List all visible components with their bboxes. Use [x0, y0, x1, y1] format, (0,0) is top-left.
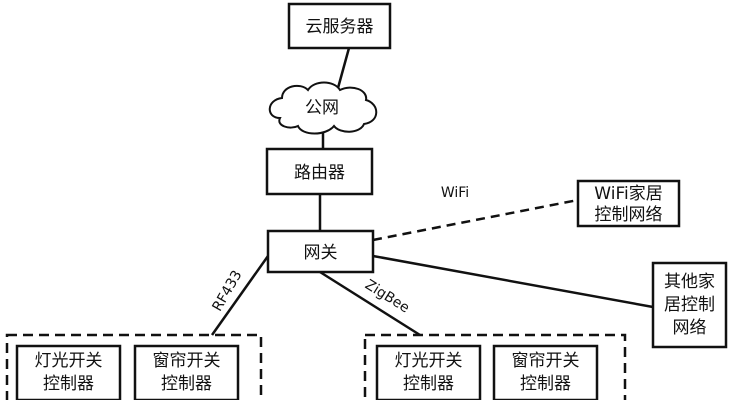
edge-gateway-to-rf433-group — [210, 255, 270, 336]
wifi-home-network-label-line1: WiFi家居 — [594, 184, 662, 204]
router-node: 路由器 — [265, 147, 374, 196]
cloud-server-label: 云服务器 — [306, 17, 374, 37]
edge-cloud-server-to-public-network — [336, 47, 351, 89]
other-home-network-label-line3: 网络 — [673, 318, 707, 338]
other-home-network-node: 其他家 居控制 网络 — [651, 261, 728, 349]
rf433-light-switch-label-line1: 灯光开关 — [35, 351, 103, 371]
rf433-edge-label: RF433 — [209, 268, 245, 315]
other-home-network-label-line1: 其他家 — [664, 272, 715, 292]
public-network-label: 公网 — [305, 98, 339, 118]
other-home-network-label-line2: 居控制 — [664, 295, 715, 315]
zigbee-edge-label: ZigBee — [362, 277, 412, 317]
gateway-label: 网关 — [304, 243, 338, 263]
zigbee-light-switch-controller: 灯光开关 控制器 — [375, 344, 482, 400]
edge-gateway-to-other-network — [372, 254, 654, 309]
rf433-light-switch-controller: 灯光开关 控制器 — [15, 344, 122, 400]
wifi-edge-label: WiFi — [441, 185, 469, 201]
zigbee-device-group: 灯光开关 控制器 窗帘开关 控制器 — [363, 333, 627, 400]
zigbee-curtain-switch-controller: 窗帘开关 控制器 — [492, 344, 599, 400]
zigbee-light-switch-label-line2: 控制器 — [403, 374, 454, 394]
zigbee-light-switch-label-line1: 灯光开关 — [395, 351, 463, 371]
cloud-server-node: 云服务器 — [287, 2, 392, 50]
wifi-home-network-label-line2: 控制网络 — [595, 205, 663, 225]
router-label: 路由器 — [294, 163, 345, 183]
edge-gateway-to-zigbee-group — [319, 270, 421, 337]
zigbee-curtain-switch-label-line2: 控制器 — [520, 374, 571, 394]
rf433-light-switch-label-line2: 控制器 — [43, 374, 94, 394]
public-network-cloud: 公网 — [268, 81, 378, 135]
rf433-curtain-switch-controller: 窗帘开关 控制器 — [133, 344, 240, 400]
rf433-curtain-switch-label-line2: 控制器 — [161, 374, 212, 394]
wifi-home-network-node: WiFi家居 控制网络 — [576, 179, 681, 228]
gateway-node: 网关 — [266, 229, 375, 274]
rf433-device-group: 灯光开关 控制器 窗帘开关 控制器 — [5, 333, 263, 400]
zigbee-curtain-switch-label-line1: 窗帘开关 — [512, 351, 580, 371]
edge-gateway-to-wifi-network — [372, 198, 579, 242]
rf433-curtain-switch-label-line1: 窗帘开关 — [153, 351, 221, 371]
